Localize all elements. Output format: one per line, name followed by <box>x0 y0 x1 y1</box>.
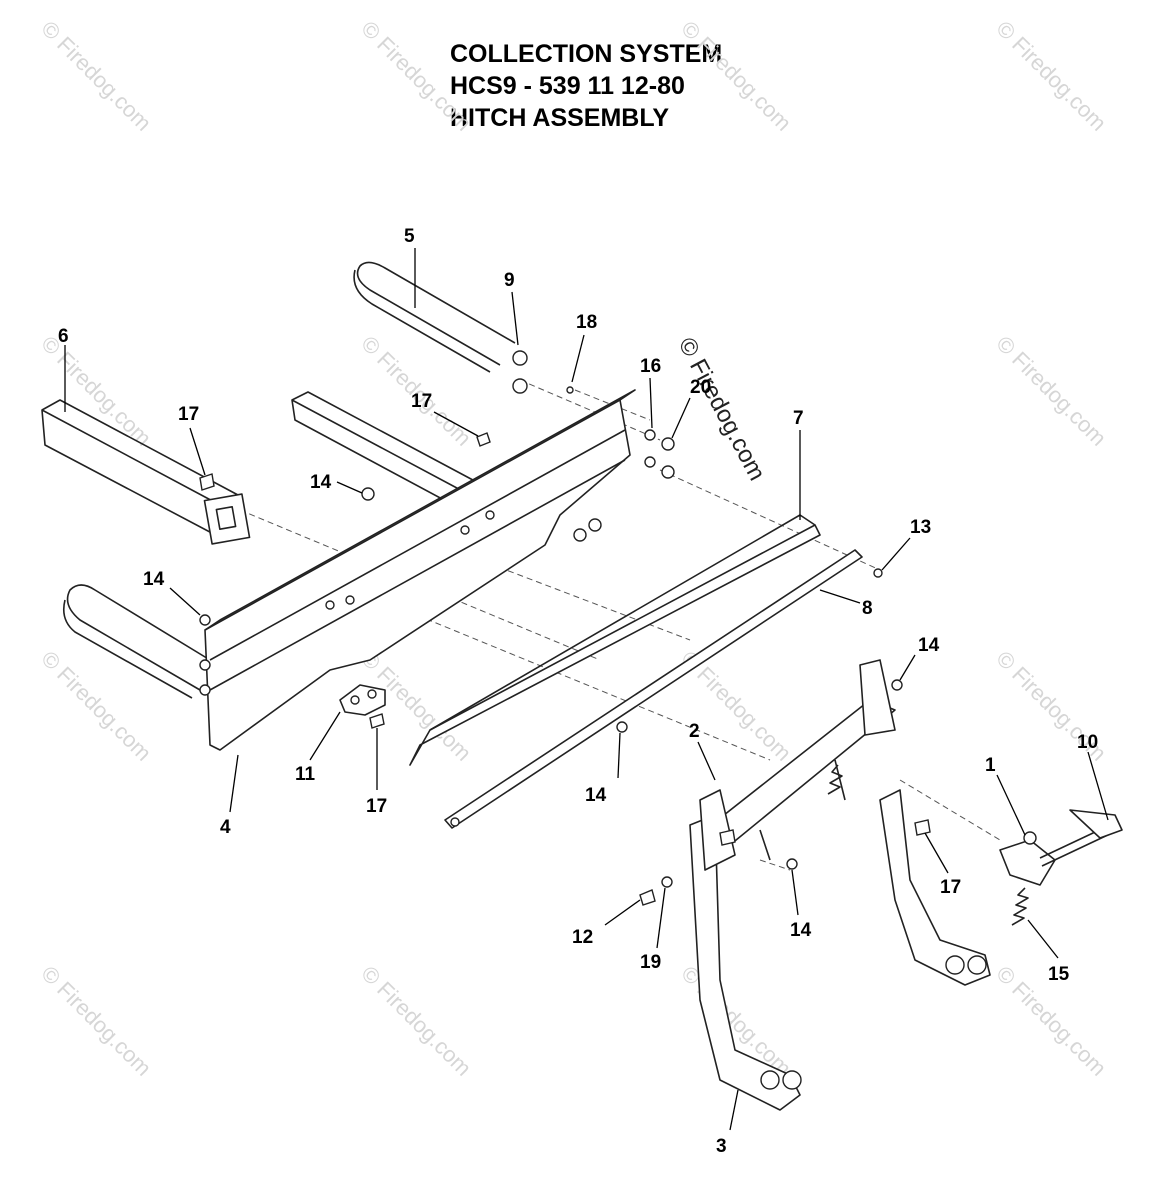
callout-14: 14 <box>918 635 940 656</box>
callout-18: 18 <box>576 312 597 333</box>
watermark: © Firedog.com <box>676 16 796 136</box>
callout-12: 12 <box>572 927 593 948</box>
main-frame <box>199 389 636 751</box>
spring-small <box>827 764 843 795</box>
title-line-3: HITCH ASSEMBLY <box>450 104 670 132</box>
callout-19: 19 <box>640 952 661 973</box>
callout-6: 6 <box>58 326 69 347</box>
callout-11: 11 <box>295 764 316 785</box>
callout-5: 5 <box>404 226 415 247</box>
callout-2: 2 <box>689 721 700 742</box>
callout-20: 20 <box>690 377 711 398</box>
watermark: © Firedog.com <box>36 961 156 1081</box>
watermark: © Firedog.com <box>991 331 1111 451</box>
callout-17: 17 <box>366 796 387 817</box>
watermark: © Firedog.com <box>36 16 156 136</box>
callout-9: 9 <box>504 270 515 291</box>
callout-13: 13 <box>910 517 931 538</box>
watermark-center: © Firedog.com <box>673 333 771 485</box>
watermark: © Firedog.com <box>991 16 1111 136</box>
callout-17: 17 <box>411 391 432 412</box>
watermark-layer: © Firedog.com © Firedog.com © Firedog.co… <box>36 16 1111 1081</box>
callout-17: 17 <box>178 404 199 425</box>
spring <box>1011 887 1029 926</box>
callout-labels: 5 9 18 16 20 7 13 8 6 17 17 14 14 14 14 … <box>58 226 1098 1157</box>
u-bolt-lower <box>62 584 211 699</box>
watermark: © Firedog.com <box>356 16 476 136</box>
callout-16: 16 <box>640 356 661 377</box>
bracket <box>339 684 386 716</box>
u-bolt-upper <box>353 261 516 373</box>
callout-10: 10 <box>1077 732 1098 753</box>
callout-4: 4 <box>220 817 231 838</box>
callout-14: 14 <box>585 785 607 806</box>
title-line-1: COLLECTION SYSTEM <box>450 40 723 68</box>
callout-3: 3 <box>716 1136 727 1157</box>
callout-14: 14 <box>143 569 165 590</box>
callout-15: 15 <box>1048 964 1070 985</box>
callout-14: 14 <box>790 920 812 941</box>
diagram-title: COLLECTION SYSTEM HCS9 - 539 11 12-80 HI… <box>450 38 722 134</box>
drawbar-frame <box>689 659 991 1111</box>
hardware <box>199 350 1037 906</box>
callout-7: 7 <box>793 408 804 429</box>
callout-8: 8 <box>862 598 873 619</box>
watermark: © Firedog.com <box>36 646 156 766</box>
arm-left <box>41 399 251 545</box>
callout-17: 17 <box>940 877 961 898</box>
title-line-2: HCS9 - 539 11 12-80 <box>450 72 685 100</box>
leader-lines <box>64 248 1109 1131</box>
watermark: © Firedog.com <box>356 961 476 1081</box>
callout-1: 1 <box>985 755 996 776</box>
lower-strip <box>444 549 863 829</box>
callout-14: 14 <box>310 472 332 493</box>
